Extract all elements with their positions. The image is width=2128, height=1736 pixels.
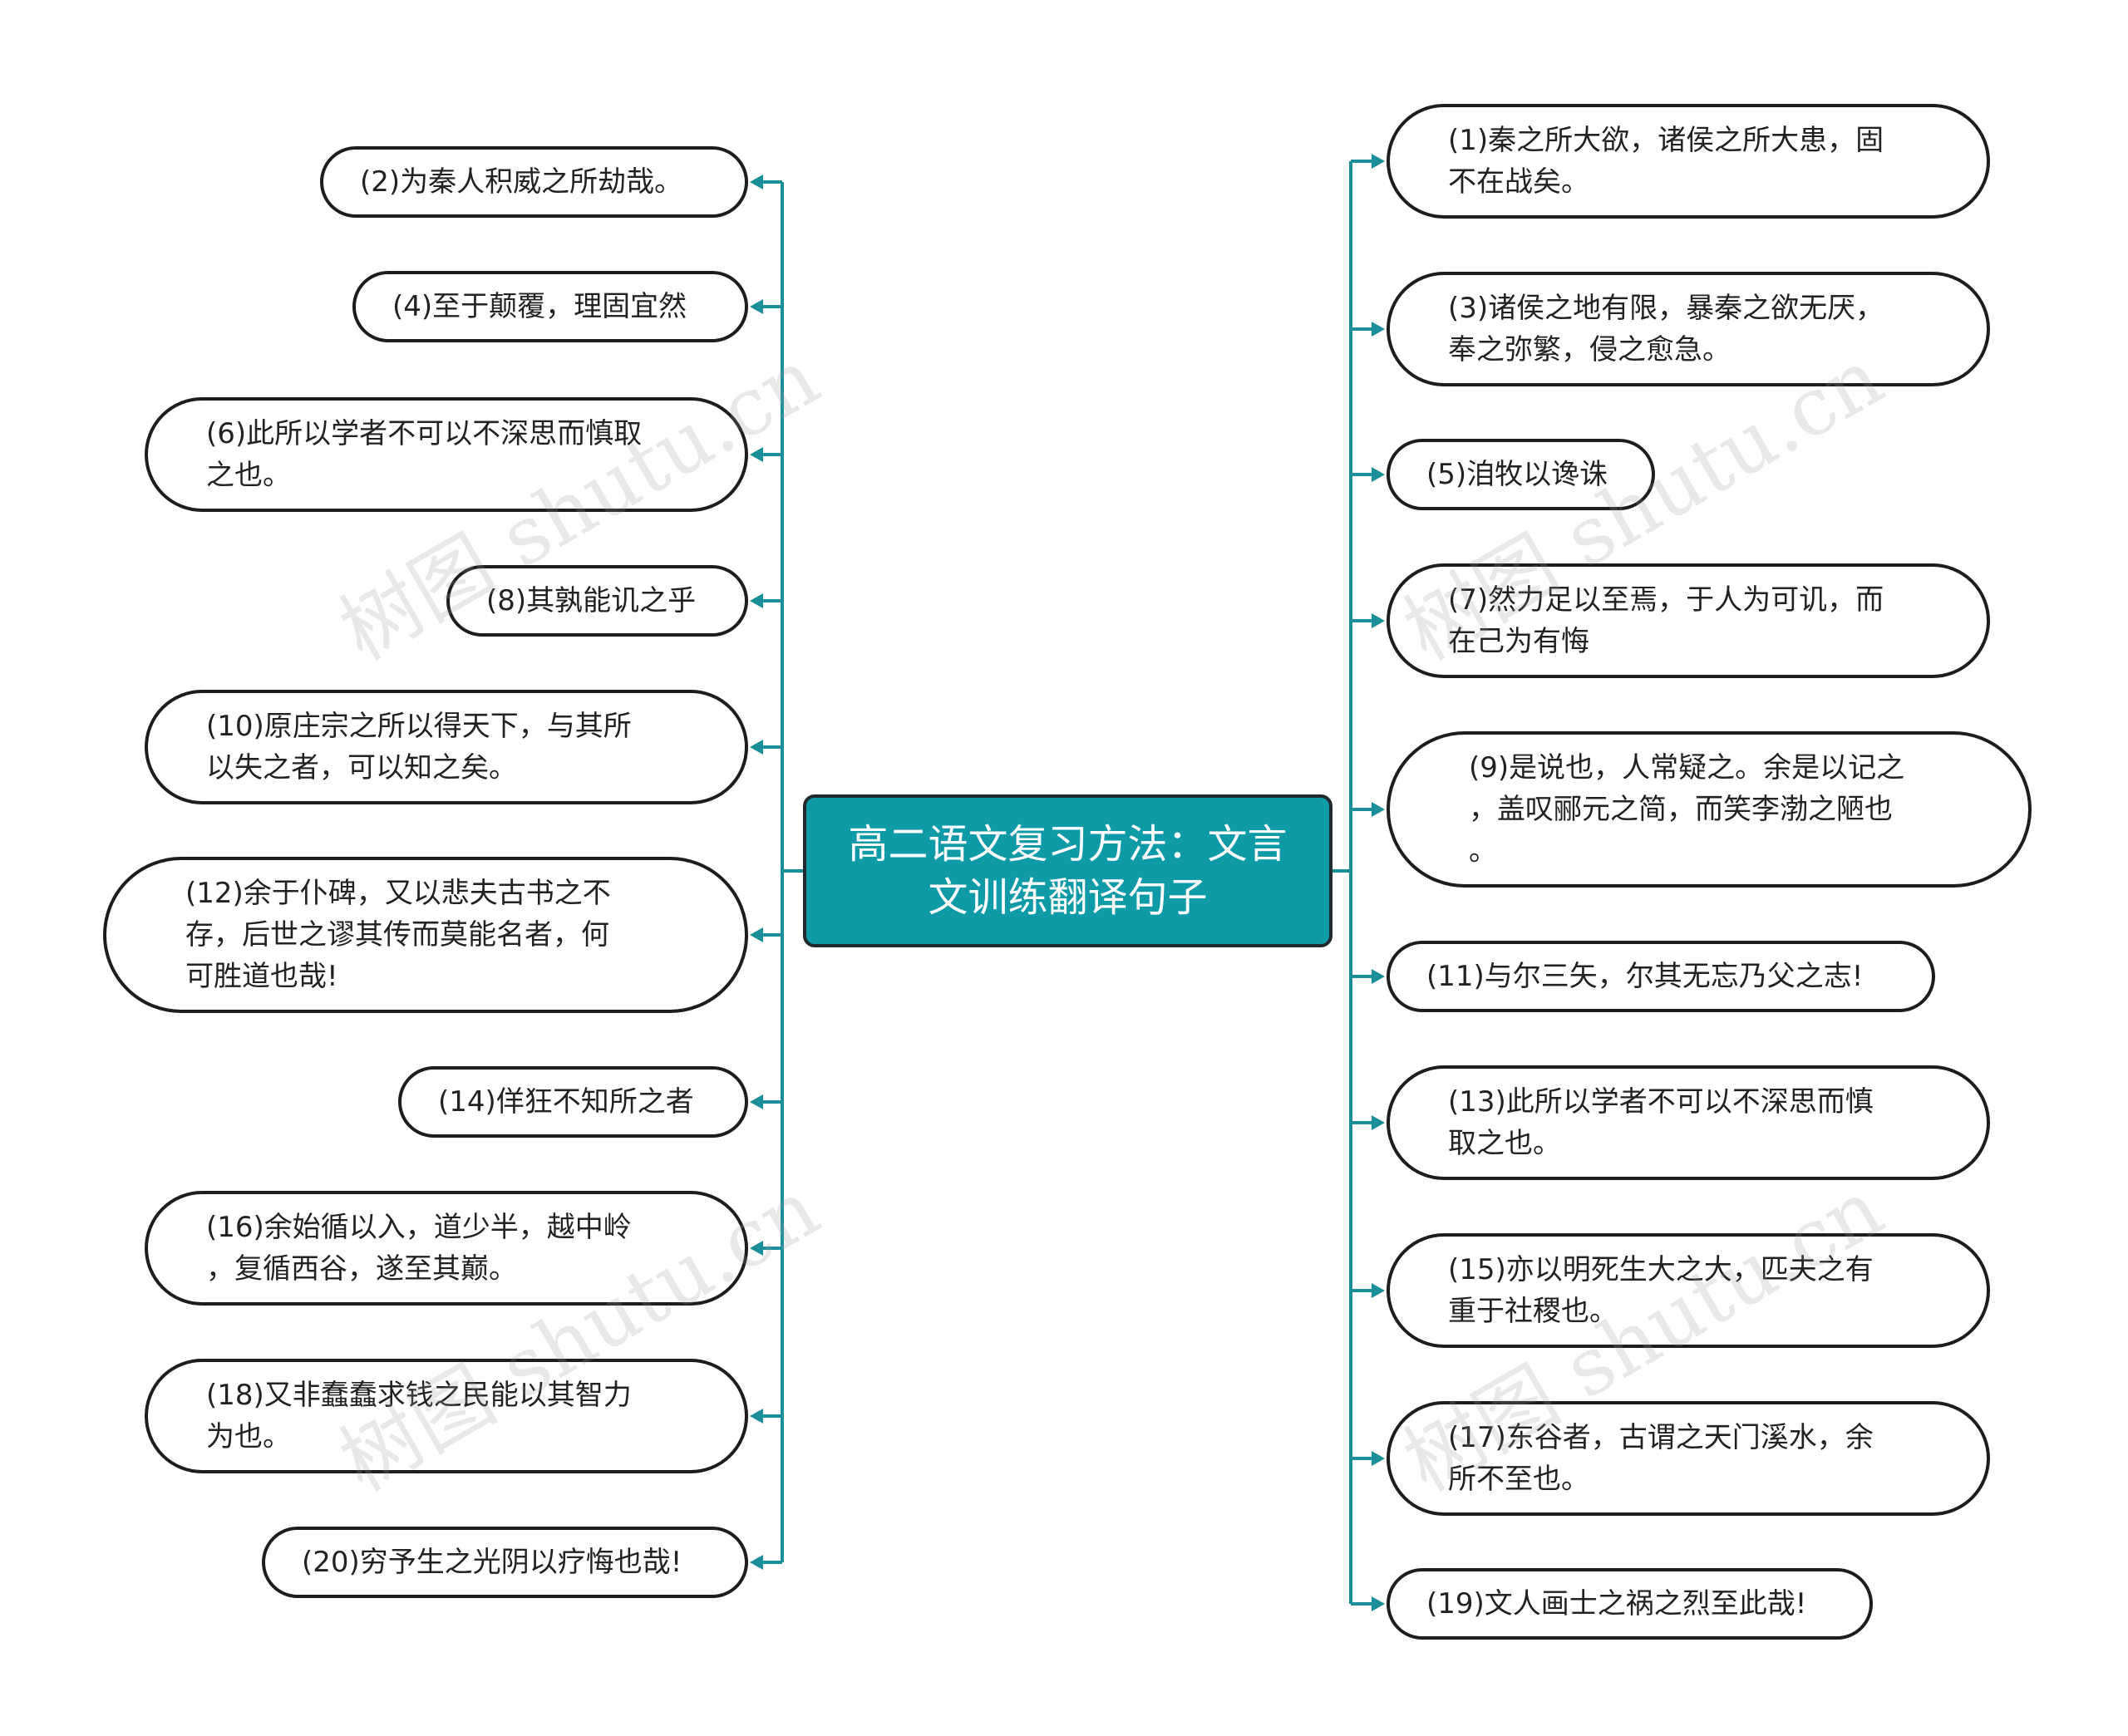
topic-node-left-10[interactable]: (10)原庄宗之所以得天下，与其所 以失之者，可以知之矣。 (145, 690, 748, 804)
topic-node-right-11[interactable]: (11)与尔三矢，尔其无忘乃父之志! (1387, 941, 1935, 1012)
arrowhead-icon (1372, 969, 1385, 984)
arrowhead-icon (1372, 322, 1385, 337)
arrowhead-icon (750, 927, 763, 942)
arrowhead-icon (750, 1555, 763, 1570)
arrowhead-icon (750, 740, 763, 755)
central-topic-label: 高二语文复习方法：文言 文训练翻译句子 (848, 821, 1288, 921)
topic-node-right-5[interactable]: (5)洎牧以谗诛 (1387, 439, 1655, 510)
arrowhead-icon (1372, 613, 1385, 628)
topic-node-left-6[interactable]: (6)此所以学者不可以不深思而慎取 之也。 (145, 397, 748, 512)
topic-node-right-1[interactable]: (1)秦之所大欲，诸侯之所大患，固 不在战矣。 (1387, 104, 1990, 219)
arrowhead-icon (750, 299, 763, 314)
topic-node-right-13[interactable]: (13)此所以学者不可以不深思而慎 取之也。 (1387, 1065, 1990, 1180)
arrowhead-icon (1372, 154, 1385, 169)
arrowhead-icon (750, 175, 763, 189)
arrowhead-icon (750, 1241, 763, 1256)
topic-node-left-14[interactable]: (14)佯狂不知所之者 (398, 1066, 748, 1138)
topic-node-right-9[interactable]: (9)是说也，人常疑之。余是以记之 ，盖叹郦元之简，而笑李渤之陋也 。 (1387, 731, 2032, 888)
arrowhead-icon (1372, 1596, 1385, 1611)
arrowhead-icon (1372, 802, 1385, 817)
topic-node-right-15[interactable]: (15)亦以明死生大之大，匹夫之有 重于社稷也。 (1387, 1233, 1990, 1348)
topic-node-left-12[interactable]: (12)余于仆碑，又以悲夫古书之不 存，后世之谬其传而莫能名者，何 可胜道也哉! (103, 857, 748, 1013)
topic-node-right-7[interactable]: (7)然力足以至焉，于人为可讥，而 在己为有悔 (1387, 563, 1990, 678)
topic-node-right-3[interactable]: (3)诸侯之地有限，暴秦之欲无厌， 奉之弥繁，侵之愈急。 (1387, 272, 1990, 386)
topic-node-left-2[interactable]: (2)为秦人积威之所劫哉。 (320, 146, 748, 218)
arrowhead-icon (750, 1409, 763, 1424)
topic-node-left-16[interactable]: (16)余始循以入，道少半，越中岭 ，复循西谷，遂至其巅。 (145, 1191, 748, 1306)
topic-node-left-8[interactable]: (8)其孰能讥之乎 (446, 565, 748, 637)
arrowhead-icon (750, 1094, 763, 1109)
topic-node-right-19[interactable]: (19)文人画士之祸之烈至此哉! (1387, 1568, 1873, 1640)
arrowhead-icon (1372, 1451, 1385, 1466)
topic-node-left-20[interactable]: (20)穷予生之光阴以疗悔也哉! (262, 1527, 748, 1598)
arrowhead-icon (750, 593, 763, 608)
arrowhead-icon (1372, 467, 1385, 482)
arrowhead-icon (1372, 1115, 1385, 1130)
arrowhead-icon (1372, 1283, 1385, 1298)
arrowhead-icon (750, 447, 763, 462)
topic-node-right-17[interactable]: (17)东谷者，古谓之天门溪水，余 所不至也。 (1387, 1401, 1990, 1516)
central-topic[interactable]: 高二语文复习方法：文言 文训练翻译句子 (803, 794, 1332, 947)
topic-node-left-18[interactable]: (18)又非蠢蠢求钱之民能以其智力 为也。 (145, 1359, 748, 1473)
topic-node-left-4[interactable]: (4)至于颠覆，理固宜然 (352, 271, 748, 342)
